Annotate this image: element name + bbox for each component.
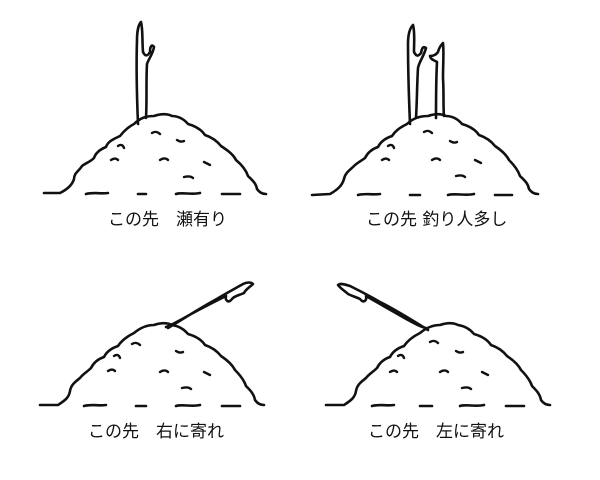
cairn-mound	[42, 112, 268, 196]
caption-sedge: この先 瀬有り	[108, 210, 227, 230]
stick-upright-short	[428, 41, 446, 120]
panel-anglers: この先 釣り人多し	[310, 23, 540, 230]
cairn-mound	[310, 112, 540, 197]
stick-upright	[135, 20, 156, 126]
panel-bear-left: この先 左に寄れ	[324, 282, 552, 442]
caption-bear-right: この先 右に寄れ	[88, 422, 224, 442]
panel-bear-right: この先 右に寄れ	[38, 281, 266, 442]
stick-upright-tall	[406, 23, 428, 126]
cairn-mound	[38, 321, 266, 407]
stick-leaning-left	[336, 282, 430, 332]
cairn-mound	[324, 321, 552, 407]
caption-anglers: この先 釣り人多し	[366, 210, 507, 230]
stick-leaning-right	[164, 281, 255, 330]
caption-bear-left: この先 左に寄れ	[368, 422, 504, 442]
panel-sedge: この先 瀬有り	[42, 20, 268, 230]
